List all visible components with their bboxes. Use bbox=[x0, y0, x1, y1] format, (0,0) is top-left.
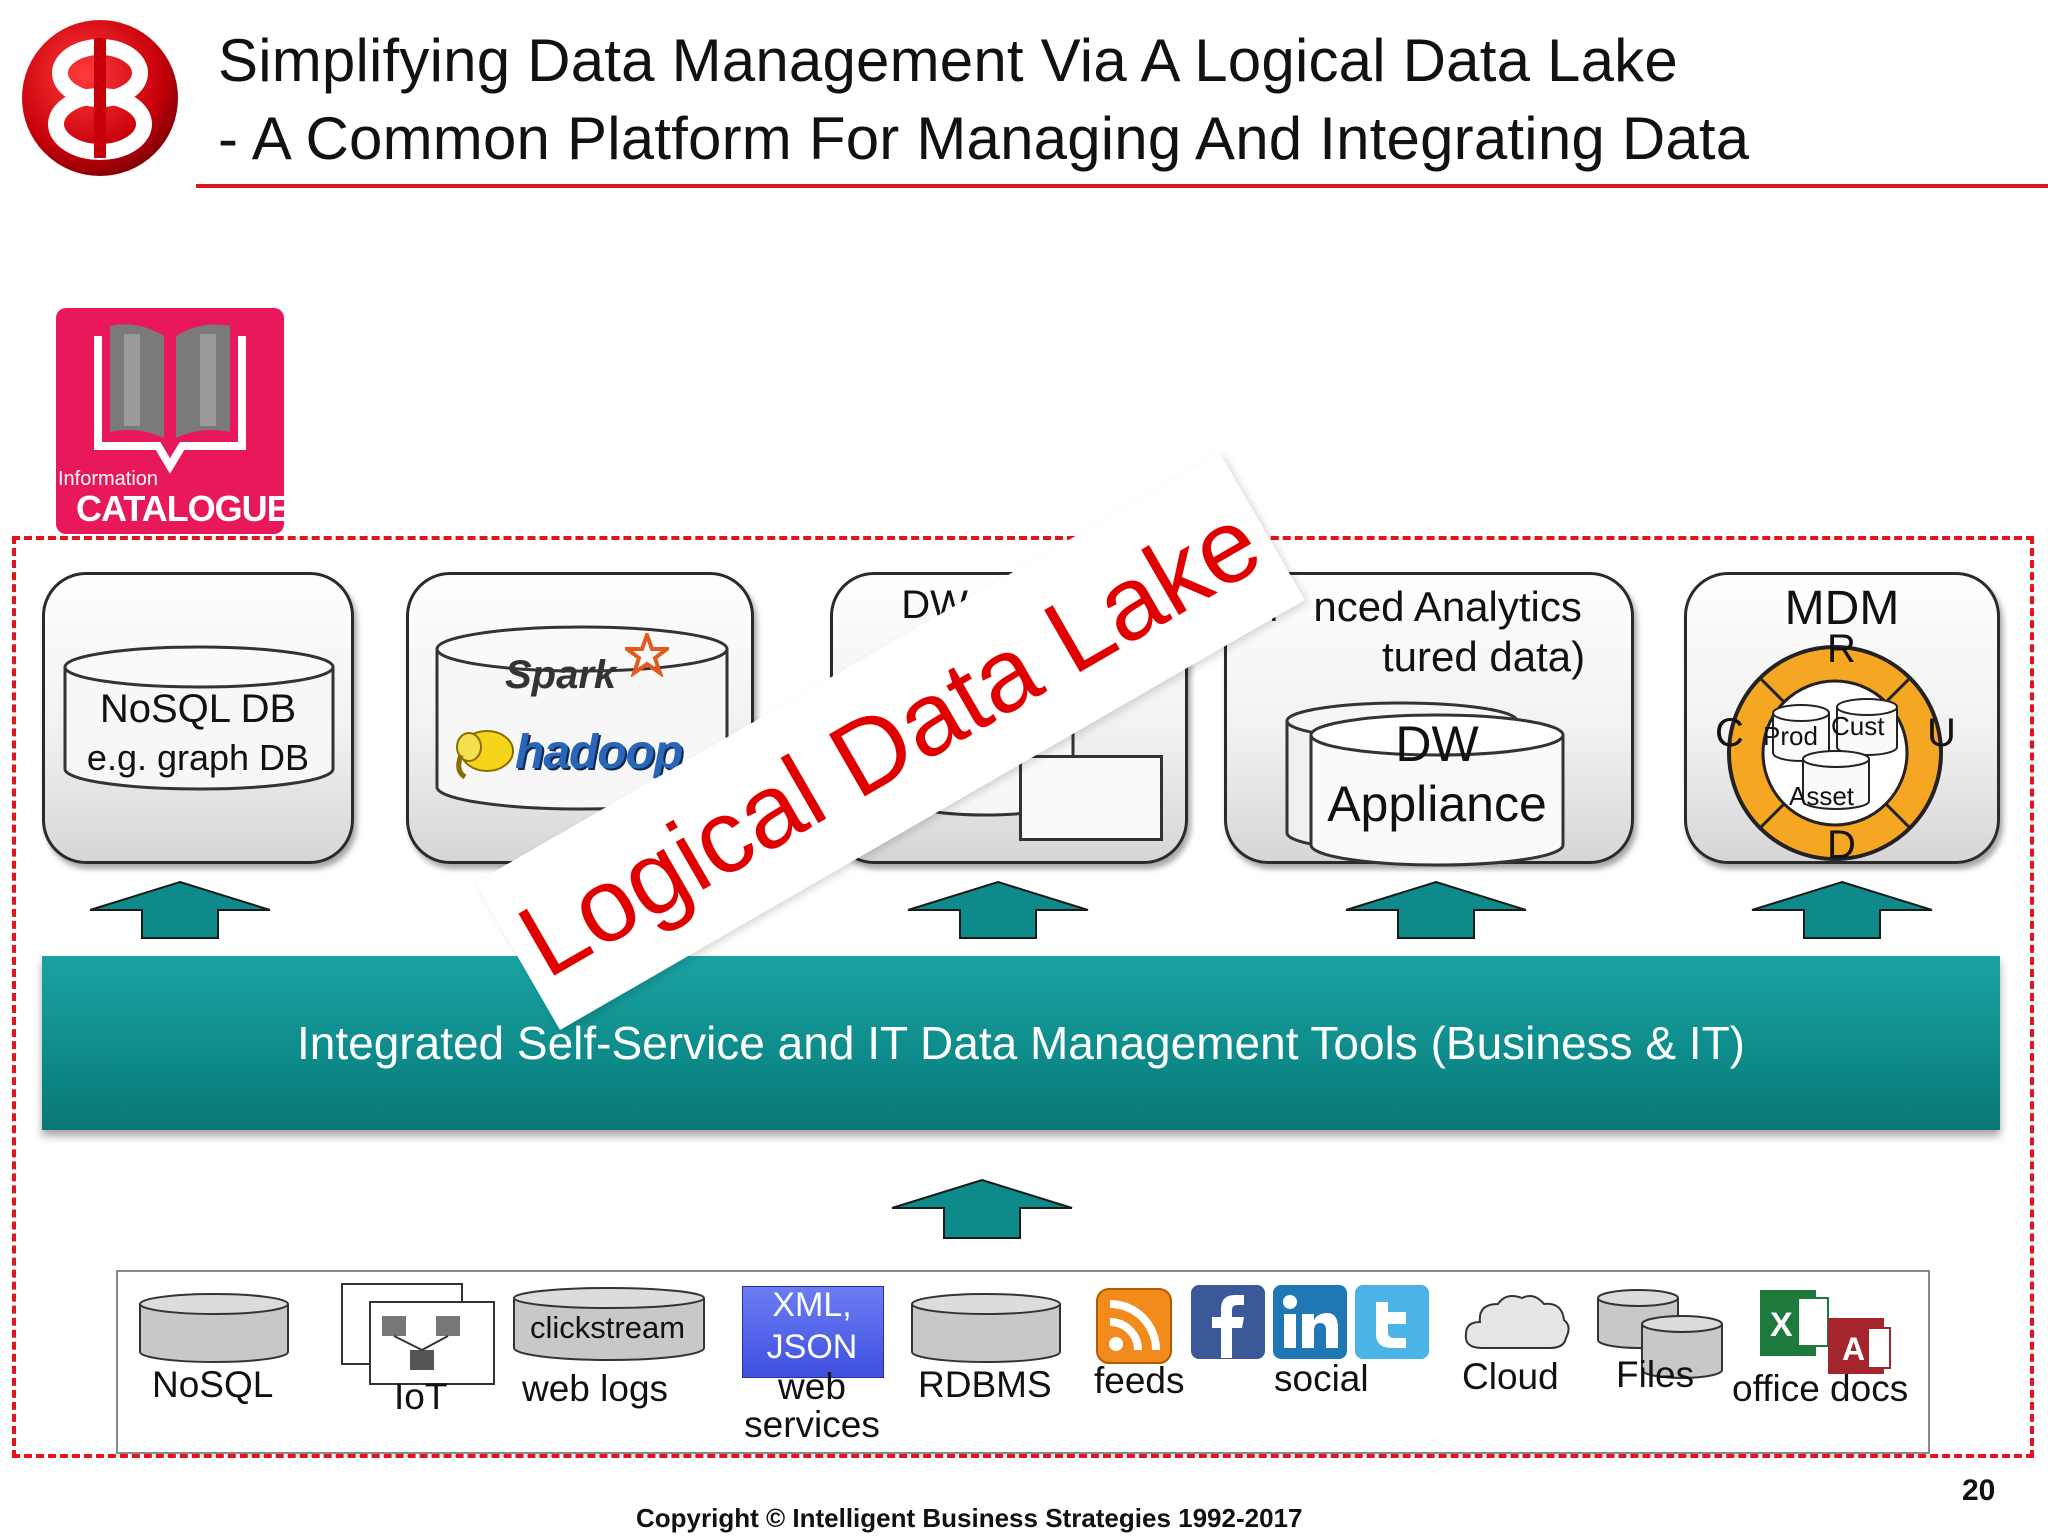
spark-label: Spark bbox=[505, 653, 617, 697]
dw-appliance-icon bbox=[1285, 701, 1565, 867]
elephant-icon bbox=[456, 730, 514, 780]
mdm-title: MDM bbox=[1784, 582, 1900, 635]
catalogue-big-label: CATALOGUE bbox=[76, 488, 291, 529]
spark-star-icon bbox=[625, 633, 669, 677]
dw-mart-panel bbox=[1019, 755, 1163, 841]
up-arrow-icon bbox=[907, 880, 1089, 939]
up-arrow-icon bbox=[89, 880, 271, 939]
mdm-cust-label: Cust bbox=[1831, 711, 1885, 741]
page-number: 20 bbox=[1962, 1474, 1996, 1507]
analytics-title-line2: tured data) bbox=[1347, 633, 1586, 680]
store-hadoop: Spark hadoop bbox=[406, 572, 754, 864]
tools-bar-label: Integrated Self-Service and IT Data Mana… bbox=[296, 1017, 1745, 1069]
database-icon bbox=[139, 1293, 289, 1363]
book-icon bbox=[94, 324, 246, 474]
mdm-prod-label: Prod bbox=[1763, 721, 1818, 751]
source-files-label: Files bbox=[1616, 1354, 1695, 1395]
source-social-label: social bbox=[1274, 1358, 1369, 1399]
copyright-text: Copyright © Intelligent Business Strateg… bbox=[636, 1503, 1303, 1533]
source-webservices-line2: services bbox=[744, 1404, 880, 1445]
svg-text:X: X bbox=[1770, 1306, 1793, 1344]
cloud-icon bbox=[1464, 1295, 1570, 1349]
source-json-label: JSON bbox=[766, 1328, 858, 1366]
data-sources-panel: NoSQL IoT clickstream web logs XML, JSON… bbox=[116, 1270, 1930, 1454]
twitter-icon bbox=[1355, 1285, 1429, 1359]
office-docs-icon: X A bbox=[1760, 1290, 1891, 1374]
database-icon bbox=[513, 1287, 705, 1361]
source-cloud-label: Cloud bbox=[1462, 1356, 1559, 1397]
up-arrow-icon bbox=[891, 1178, 1073, 1239]
nosql-store-line2: e.g. graph DB bbox=[86, 737, 310, 778]
xml-json-badge bbox=[742, 1286, 884, 1378]
source-xml-label: XML, bbox=[772, 1286, 852, 1324]
nosql-store-line1: NoSQL DB bbox=[99, 687, 297, 731]
source-iot-label: IoT bbox=[394, 1376, 448, 1417]
appliance-line2: Appliance bbox=[1327, 776, 1547, 832]
appliance-line1: DW bbox=[1395, 716, 1479, 772]
store-advanced-analytics: Ad nced Analytics tured data) DW Applian… bbox=[1224, 572, 1634, 867]
source-weblogs-label: web logs bbox=[522, 1368, 669, 1409]
company-logo bbox=[20, 18, 180, 178]
data-management-tools-bar: Integrated Self-Service and IT Data Mana… bbox=[42, 956, 2000, 1130]
facebook-icon bbox=[1191, 1285, 1265, 1359]
hadoop-label: hadoop bbox=[515, 726, 683, 779]
source-rdbms-label: RDBMS bbox=[918, 1364, 1052, 1405]
database-icon bbox=[911, 1293, 1061, 1363]
mdm-d-label: D bbox=[1827, 823, 1856, 867]
title-line-2: - A Common Platform For Managing And Int… bbox=[218, 105, 1750, 172]
up-arrow-icon bbox=[1751, 880, 1933, 939]
mdm-u-label: U bbox=[1927, 711, 1956, 755]
files-icon bbox=[1597, 1289, 1723, 1379]
store-mdm: MDM R C U D Prod Cust Asset bbox=[1684, 572, 2000, 867]
logical-data-lake-boundary bbox=[12, 536, 2034, 1458]
information-catalogue-badge: Information CATALOGUE bbox=[56, 308, 291, 534]
mdm-cycle-icon bbox=[1727, 645, 1943, 861]
source-office-label: office docs bbox=[1732, 1368, 1909, 1409]
database-icon bbox=[63, 645, 335, 791]
up-arrow-icon bbox=[1345, 880, 1527, 939]
source-nosql-label: NoSQL bbox=[152, 1364, 274, 1405]
title-line-1: Simplifying Data Management Via A Logica… bbox=[218, 27, 1678, 94]
source-feeds-label: feeds bbox=[1094, 1360, 1185, 1401]
title-underline bbox=[196, 184, 2048, 188]
mdm-c-label: C bbox=[1715, 711, 1744, 755]
store-nosql: NoSQL DB e.g. graph DB bbox=[42, 572, 354, 864]
rss-feed-icon bbox=[1096, 1288, 1172, 1364]
spark-logo: Spark bbox=[505, 633, 669, 698]
source-clickstream-label: clickstream bbox=[530, 1310, 686, 1345]
svg-text:A: A bbox=[1842, 1331, 1865, 1367]
linkedin-icon bbox=[1273, 1285, 1347, 1359]
mdm-r-label: R bbox=[1827, 627, 1856, 671]
catalogue-small-label: Information bbox=[58, 468, 159, 490]
source-webservices-line1: web bbox=[778, 1366, 846, 1407]
iot-diagram-icon bbox=[341, 1283, 495, 1385]
mdm-asset-label: Asset bbox=[1789, 781, 1855, 811]
